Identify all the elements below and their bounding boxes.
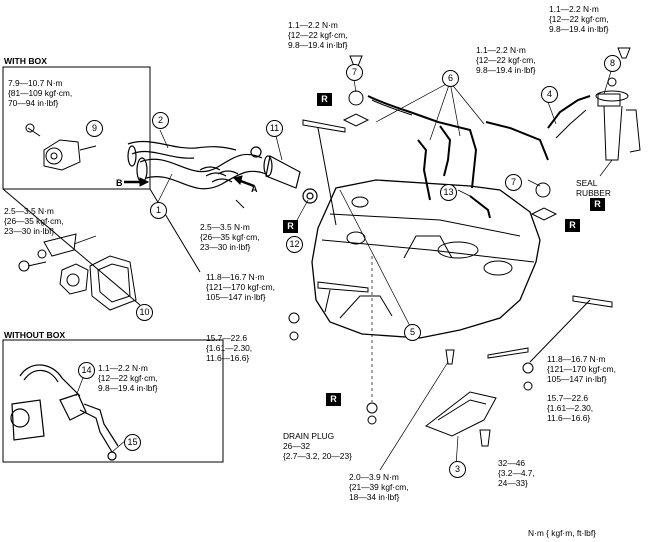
callout-14: 14 <box>78 362 95 379</box>
callout-1: 1 <box>150 202 167 219</box>
fuel-pump-sender <box>595 77 641 161</box>
replace-marker: R <box>590 198 605 211</box>
replace-marker: R <box>283 220 298 233</box>
callout-4: 4 <box>541 86 558 103</box>
callout-15: 15 <box>124 434 141 451</box>
replace-marker: R <box>317 93 332 106</box>
callout-6: 6 <box>442 70 459 87</box>
torque-label-strap-right: 11.8—16.7 N·m {121—170 kgf·cm, 105—147 i… <box>547 354 616 384</box>
with-box-frame <box>2 66 151 190</box>
units-legend: N·m { kgf·m, ft·lbf} <box>528 528 596 538</box>
torque-label-top-right: 1.1—2.2 N·m {12—22 kgf·cm, 9.8—19.4 in·l… <box>549 4 609 34</box>
fuel-hose <box>367 95 478 189</box>
torque-label-strap-left: 11.8—16.7 N·m {121—170 kgf·cm, 105—147 i… <box>206 272 275 302</box>
bolts-and-clamps <box>235 47 631 447</box>
tank-strap-left <box>302 119 346 133</box>
view-a-label: A <box>251 184 258 194</box>
seal-rubber-label: SEAL RUBBER <box>576 178 611 198</box>
without-box-frame <box>2 339 224 463</box>
callout-7a: 7 <box>346 64 363 81</box>
drain-plug-label: DRAIN PLUG 26—32 {2.7—3.2, 20—23} <box>283 431 352 461</box>
callout-3: 3 <box>449 461 466 478</box>
torque-label-box-bracket: 2.5—3.5 N·m {26—35 kgf·cm, 23—30 in·lbf} <box>4 206 64 236</box>
torque-label-nut-left: 15.7—22.6 {1.61—2.30, 11.6—16.6} <box>206 333 253 363</box>
callout-10: 10 <box>136 304 153 321</box>
callout-8: 8 <box>604 55 621 72</box>
replace-marker: R <box>565 219 580 232</box>
callout-2: 2 <box>152 112 169 129</box>
vent-hose <box>547 95 591 129</box>
without-box-heading: WITHOUT BOX <box>4 330 66 340</box>
heat-guard <box>424 391 497 437</box>
torque-label-mid-right: 1.1—2.2 N·m {12—22 kgf·cm, 9.8—19.4 in·l… <box>476 45 536 75</box>
callout-12: 12 <box>286 236 303 253</box>
tank-strap-right <box>572 295 613 308</box>
without-box-hoses <box>10 364 119 461</box>
torque-label-filler: 2.5—3.5 N·m {26—35 kgf·cm, 23—30 in·lbf} <box>200 222 260 252</box>
callout-9: 9 <box>86 120 103 137</box>
callout-7b: 7 <box>505 174 522 191</box>
torque-label-nut-right: 15.7—22.6 {1.61—2.30, 11.6—16.6} <box>547 393 594 423</box>
fuel-tank <box>311 179 541 339</box>
with-box-heading: WITH BOX <box>4 56 47 66</box>
filler-neck <box>127 140 318 204</box>
torque-label-top-center: 1.1—2.2 N·m {12—22 kgf·cm, 9.8—19.4 in·l… <box>288 20 348 50</box>
torque-label-without-box: 1.1—2.2 N·m {12—22 kgf·cm, 9.8—19.4 in·l… <box>98 363 158 393</box>
torque-label-bottom-center: 2.0—3.9 N·m {21—39 kgf·cm, 18—34 in·lbf} <box>349 472 409 502</box>
view-b-label: B <box>116 178 123 188</box>
callout-11: 11 <box>266 120 283 137</box>
callout-5: 5 <box>404 324 421 341</box>
filler-cap-assembly <box>25 123 97 171</box>
replace-marker: R <box>326 393 341 406</box>
filler-box-housing <box>18 233 137 311</box>
callout-13: 13 <box>440 184 457 201</box>
torque-label-guard: 32—46 {3.2—4.7, 24—33} <box>498 458 535 488</box>
torque-label-with-box: 7.9—10.7 N·m {81—109 kgf·cm, 70—94 in·lb… <box>8 78 73 108</box>
